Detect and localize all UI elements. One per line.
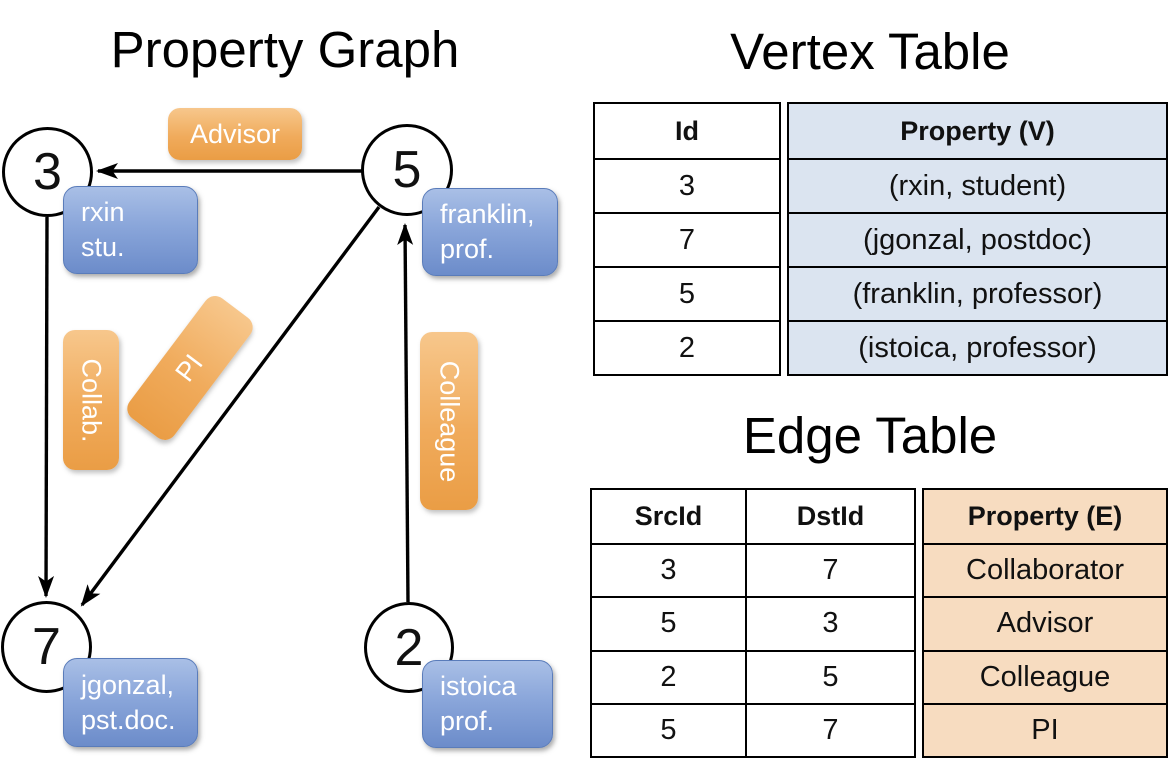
edge-3-to-7	[38, 216, 55, 598]
vertex-table-row-id: 5	[595, 266, 779, 320]
edge-table-header-property: Property (E)	[924, 490, 1166, 544]
vertex-property-5-line1: franklin,	[440, 199, 535, 229]
edge-2-to-5	[397, 223, 414, 603]
vertex-property-3-line1: rxin	[81, 197, 125, 227]
edge-table-header-srcid: SrcId	[634, 501, 703, 532]
edge-table-row-property: Collaborator	[924, 543, 1166, 597]
edge-table-row-srcid: 2	[592, 649, 745, 703]
edge-table-row-srcid: 3	[592, 543, 745, 596]
edge-table-property-column: Property (E) Collaborator Advisor Collea…	[922, 488, 1168, 758]
vertex-node-2-id: 2	[394, 618, 424, 677]
edge-label-pi-text: PI	[169, 348, 210, 387]
edge-table-row-srcid: 5	[592, 596, 745, 649]
vertex-property-box-2: istoica prof.	[422, 660, 553, 748]
edge-table-row-property: Advisor	[924, 596, 1166, 650]
vertex-table-row-id: 2	[595, 320, 779, 374]
vertex-table-row-property: (franklin, professor)	[789, 266, 1166, 320]
edge-table-title: Edge Table	[742, 407, 998, 464]
vertex-property-3-line2: stu.	[81, 232, 125, 262]
edge-label-colleague: Colleague	[420, 332, 478, 510]
vertex-property-2-line1: istoica	[440, 671, 517, 701]
vertex-node-5: 5	[361, 124, 453, 216]
vertex-table-title: Vertex Table	[730, 23, 1010, 80]
vertex-property-7-line2: pst.doc.	[81, 704, 176, 735]
vertex-property-7-line1: jgonzal,	[81, 669, 175, 700]
vertex-table-row-property: (rxin, student)	[789, 158, 1166, 212]
vertex-table-header-id: Id	[675, 115, 699, 146]
edge-label-advisor-text: Advisor	[189, 118, 281, 149]
vertex-table-row-property: (jgonzal, postdoc)	[789, 212, 1166, 266]
vertex-table-row-id: 7	[595, 212, 779, 266]
edge-table-row-property: Colleague	[924, 649, 1166, 703]
vertex-property-5-line2: prof.	[440, 234, 495, 264]
vertex-property-2-line2: prof.	[440, 706, 495, 736]
edge-label-advisor: Advisor	[168, 108, 302, 160]
vertex-table-row-id: 3	[595, 158, 779, 212]
vertex-property-box-3: rxin stu.	[63, 186, 198, 274]
vertex-node-5-id: 5	[392, 141, 422, 199]
vertex-property-box-7: jgonzal, pst.doc.	[63, 658, 198, 747]
vertex-table-row-property: (istoica, professor)	[789, 320, 1166, 374]
property-graph-title: Property Graph	[110, 21, 460, 78]
vertex-table-property-column: Property (V) (rxin, student) (jgonzal, p…	[787, 102, 1168, 376]
edge-table-row-property: PI	[924, 702, 1166, 756]
vertex-table-header-property: Property (V)	[789, 104, 1166, 158]
edge-label-collab-text: Collab.	[76, 357, 107, 443]
vertex-node-2: 2	[364, 602, 454, 693]
vertex-table-id-column: Id 3 7 5 2	[593, 102, 781, 376]
edge-table-row-dstid: 5	[744, 649, 914, 703]
vertex-node-3-id: 3	[33, 143, 62, 201]
edge-label-colleague-text: Colleague	[434, 360, 465, 482]
edge-label-collab: Collab.	[63, 330, 119, 470]
vertex-node-7-id: 7	[32, 618, 61, 676]
edge-table-row-dstid: 7	[744, 543, 914, 597]
graph-edges	[38, 163, 414, 607]
edge-5-to-7	[80, 205, 381, 607]
edge-table-id-columns: SrcId DstId 3 7 5 3 2 5 5 7	[590, 488, 916, 758]
edge-table-header-dstid: DstId	[744, 490, 914, 544]
edge-table-row-dstid: 7	[744, 702, 914, 756]
edge-table-row-srcid: 5	[592, 702, 745, 756]
edge-table-row-dstid: 3	[744, 596, 914, 650]
vertex-property-box-5: franklin, prof.	[422, 188, 558, 276]
